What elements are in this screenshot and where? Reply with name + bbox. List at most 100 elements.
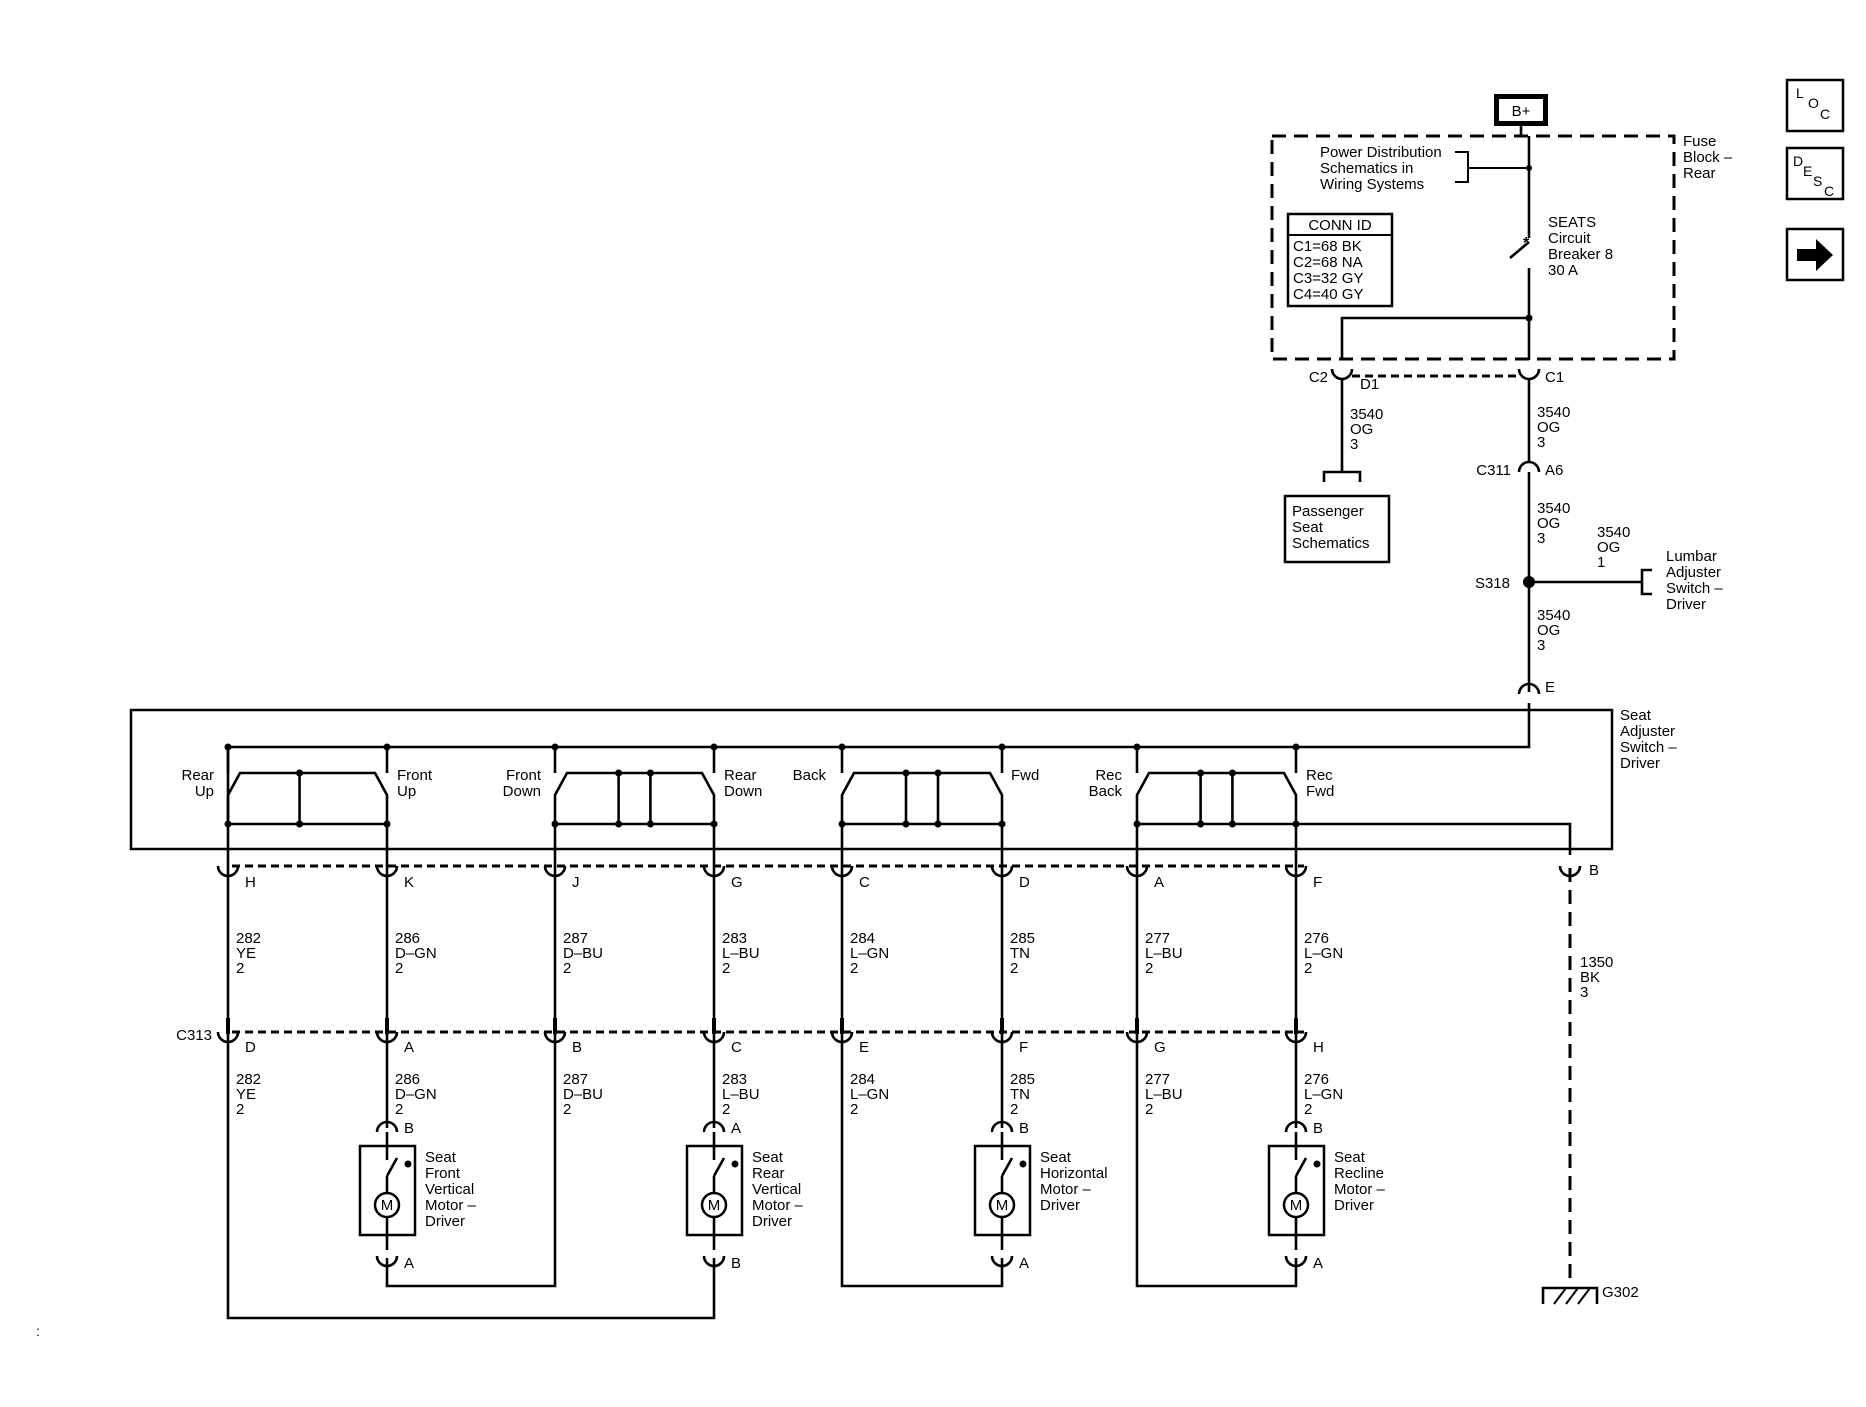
wire-lower-label-0-1: YE	[236, 1086, 256, 1103]
motor-name-3-3: Driver	[1334, 1197, 1374, 1214]
switch-contact-pair-2	[838, 743, 1006, 828]
svg-text:Schematics: Schematics	[1292, 535, 1370, 552]
pin-top-7: F	[1313, 874, 1322, 891]
motor-pin-top-0: B	[404, 1120, 414, 1137]
c2-label: C2	[1309, 369, 1328, 386]
motor-name-1-3: Motor –	[752, 1197, 804, 1214]
svg-text:3540: 3540	[1537, 404, 1570, 421]
passenger-wire-label: 3540 OG 3	[1350, 406, 1383, 453]
wire-upper-label-4-1: L–GN	[850, 945, 889, 962]
wire-upper-label-5-0: 285	[1010, 930, 1035, 947]
wire-upper-label-0-0: 282	[236, 930, 261, 947]
wire-lower-label-3-1: L–BU	[722, 1086, 760, 1103]
svg-text:C4=40 GY: C4=40 GY	[1293, 286, 1363, 303]
wire-lower-label-0-0: 282	[236, 1071, 261, 1088]
motor-name-0-1: Front	[425, 1165, 461, 1182]
pin-top-3: G	[731, 874, 743, 891]
motor-pin-bottom-2: A	[1019, 1255, 1029, 1272]
wire-upper-label-0-2: 2	[236, 960, 244, 977]
svg-text:C2=68 NA: C2=68 NA	[1293, 254, 1363, 271]
wire-lower-label-1-1: D–GN	[395, 1086, 437, 1103]
arrow-right-icon	[1797, 239, 1833, 271]
wire-upper-label-4-2: 2	[850, 960, 858, 977]
motor-name-0-0: Seat	[425, 1149, 457, 1166]
c313-label: C313	[176, 1027, 212, 1044]
svg-text:3: 3	[1537, 434, 1545, 451]
motor-name-1-0: Seat	[752, 1149, 784, 1166]
motor-pin-bottom-0: A	[404, 1255, 414, 1272]
wire-upper-label-7-1: L–GN	[1304, 945, 1343, 962]
svg-text:C1=68 BK: C1=68 BK	[1293, 238, 1362, 255]
seat-adjuster-switch-label: Seat Adjuster Switch – Driver	[1620, 707, 1677, 772]
svg-text:Down: Down	[503, 783, 541, 800]
svg-text:Power Distribution: Power Distribution	[1320, 144, 1442, 161]
svg-text:Breaker 8: Breaker 8	[1548, 246, 1613, 263]
motor-symbol-icon: M	[381, 1197, 394, 1214]
svg-text:Rear: Rear	[1683, 165, 1716, 182]
motor-name-2-1: Horizontal	[1040, 1165, 1108, 1182]
svg-text:OG: OG	[1537, 515, 1560, 532]
wire-upper-label-6-0: 277	[1145, 930, 1170, 947]
svg-text:3: 3	[1350, 436, 1358, 453]
wire-upper-label-2-0: 287	[563, 930, 588, 947]
switch-contact-pair-1	[551, 743, 718, 828]
svg-text:3540: 3540	[1537, 607, 1570, 624]
wire-lower-label-0-2: 2	[236, 1101, 244, 1118]
pin-c313-4: E	[859, 1039, 869, 1056]
motor-pin-top-2: B	[1019, 1120, 1029, 1137]
svg-text:3: 3	[1537, 637, 1545, 654]
wire-lower-label-6-1: L–BU	[1145, 1086, 1183, 1103]
desc-button[interactable]: D E S C	[1785, 146, 1845, 201]
wire-3540-label-3: 3540 OG 3	[1537, 607, 1570, 654]
motor-name-2-3: Driver	[1040, 1197, 1080, 1214]
fuse-block-enclosure	[1270, 134, 1676, 361]
svg-text:3540: 3540	[1350, 406, 1383, 423]
connector-c1	[1517, 368, 1541, 381]
motor-symbol-icon: M	[708, 1197, 721, 1214]
svg-text:Rear: Rear	[181, 767, 214, 784]
circuit-breaker-label: SEATS Circuit Breaker 8 30 A	[1548, 214, 1613, 279]
wire-lower-label-6-0: 277	[1145, 1071, 1170, 1088]
c311-label: C311	[1476, 462, 1511, 479]
ground-g302-label: G302	[1602, 1284, 1639, 1301]
motor-pin-bottom-3: A	[1313, 1255, 1323, 1272]
wire-upper-label-5-2: 2	[1010, 960, 1018, 977]
connector-c311	[1517, 460, 1541, 473]
svg-text:Seat: Seat	[1620, 707, 1652, 724]
wire-lower-label-5-2: 2	[1010, 1101, 1018, 1118]
wire-lower-label-4-2: 2	[850, 1101, 858, 1118]
pin-top-2: J	[572, 874, 580, 891]
wire-upper-label-0-1: YE	[236, 945, 256, 962]
c1-label: C1	[1545, 369, 1564, 386]
pin-top-5: D	[1019, 874, 1030, 891]
svg-text:CONN ID: CONN ID	[1308, 217, 1372, 234]
motor-name-0-4: Driver	[425, 1213, 465, 1230]
bplus-label: B+	[1512, 103, 1531, 120]
svg-text:Adjuster: Adjuster	[1620, 723, 1675, 740]
passenger-seat-schematics-box[interactable]: Passenger Seat Schematics	[1283, 494, 1391, 564]
wire-lower-label-5-1: TN	[1010, 1086, 1030, 1103]
motor-name-3-2: Motor –	[1334, 1181, 1386, 1198]
pin-top-6: A	[1154, 874, 1164, 891]
wire-lower-label-4-1: L–GN	[850, 1086, 889, 1103]
wire-lower-label-2-1: D–BU	[563, 1086, 603, 1103]
next-page-button[interactable]	[1785, 227, 1845, 282]
wire-3540-label-2: 3540 OG 3	[1537, 500, 1570, 547]
d1-label: D1	[1360, 376, 1379, 393]
motor-symbol-icon: M	[996, 1197, 1009, 1214]
svg-text:Schematics in: Schematics in	[1320, 160, 1413, 177]
pin-c313-1: A	[404, 1039, 414, 1056]
svg-text:Rear: Rear	[724, 767, 757, 784]
loc-button[interactable]: L O C	[1785, 78, 1845, 133]
wire-lower-label-1-2: 2	[395, 1101, 403, 1118]
motor-pin-bottom-1: B	[731, 1255, 741, 1272]
s318-label: S318	[1475, 575, 1510, 592]
lumbar-wire-label: 3540 OG 1	[1597, 524, 1630, 571]
